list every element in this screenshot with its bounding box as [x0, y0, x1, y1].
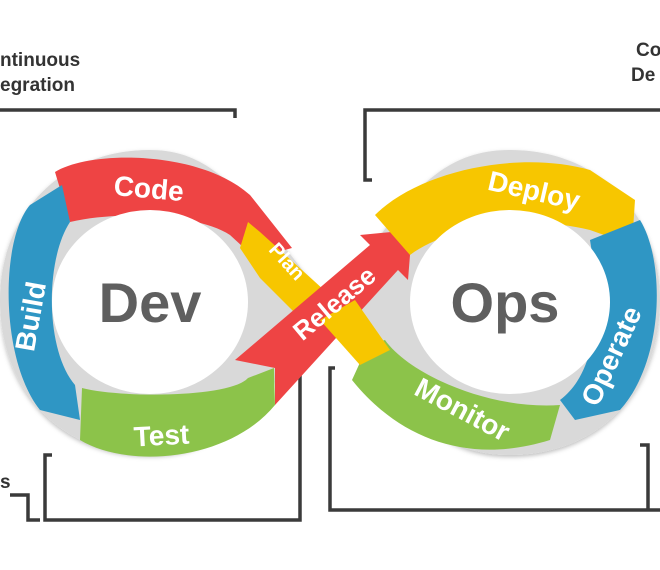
bottom-right-bracket	[328, 366, 660, 512]
cd-note-line2: De	[631, 65, 655, 86]
bottom-left-bracket	[43, 358, 302, 522]
left-note-fragment: s	[0, 472, 11, 493]
code-segment	[55, 157, 292, 258]
code-label: Code	[113, 170, 185, 207]
ops-title: Ops	[451, 271, 560, 334]
right-edge-bracket	[640, 443, 650, 510]
yellow-cross-segment	[320, 300, 390, 365]
operate-segment	[560, 220, 657, 420]
release-segment	[235, 230, 412, 405]
ops-hole	[410, 210, 610, 394]
build-segment	[8, 185, 80, 420]
dev-title: Dev	[99, 271, 202, 334]
ci-note-line1: ntinuous	[0, 50, 80, 71]
test-label: Test	[133, 419, 190, 453]
cd-note-line1: Co	[636, 40, 660, 61]
ci-note-line2: egration	[0, 75, 75, 96]
monitor-segment	[352, 340, 560, 450]
test-segment	[80, 368, 275, 457]
ci-bracket	[0, 108, 237, 118]
dev-hole	[52, 210, 248, 394]
left-fragment-bracket	[10, 493, 40, 522]
deploy-segment	[375, 162, 635, 255]
cd-bracket	[363, 108, 660, 182]
